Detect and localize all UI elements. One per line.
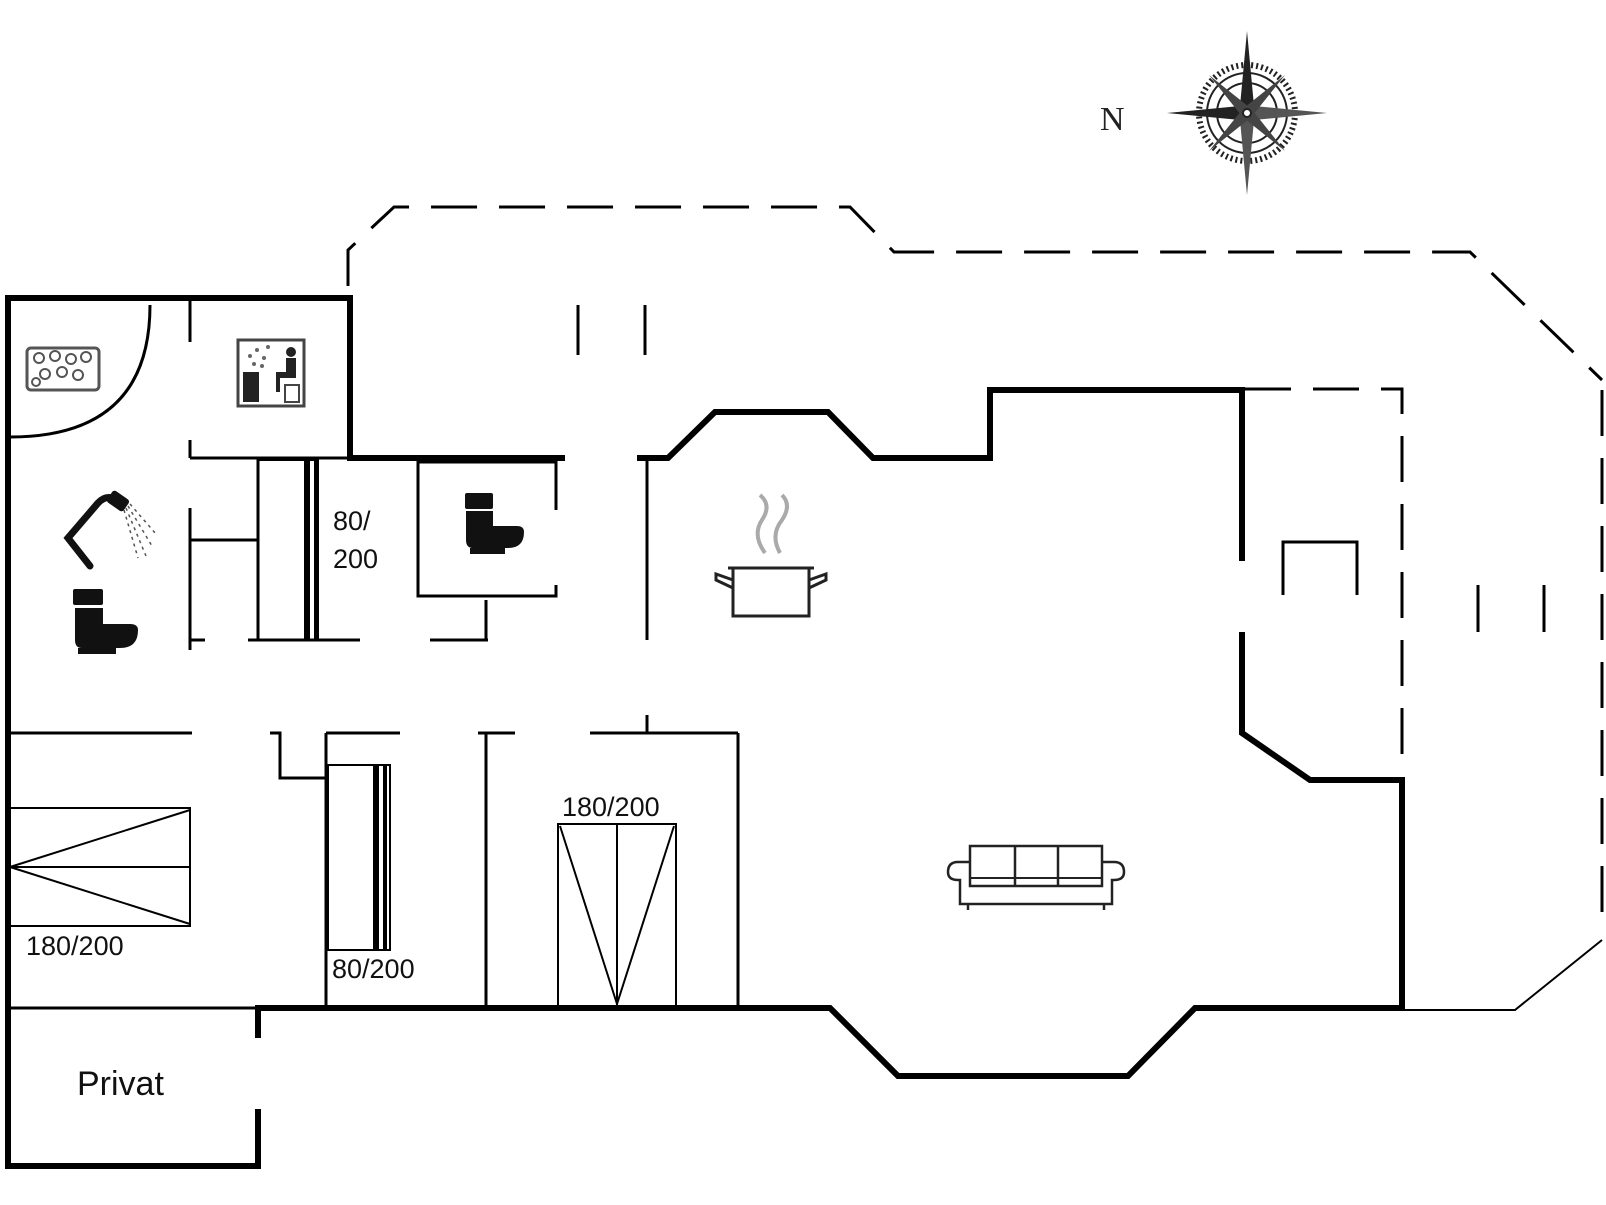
north-label: N [1100, 101, 1125, 138]
compass-rose-icon [1167, 31, 1327, 195]
compass: N [1100, 31, 1327, 195]
bunk-bed-upper [257, 459, 319, 641]
bed-size-label: 180/200 [26, 931, 124, 961]
bed-bedroom-2 [327, 764, 391, 951]
sauna-icon [236, 338, 306, 408]
shower-icon [63, 490, 157, 570]
sofa-icon [946, 844, 1126, 910]
private-room-label: Privat [77, 1065, 164, 1103]
terrace-outline [346, 205, 1604, 930]
toilet-icon [465, 493, 524, 554]
bed-bedroom-3 [557, 823, 677, 1007]
whirlpool-icon [9, 304, 152, 439]
bed-bedroom-1 [9, 807, 191, 927]
bed-size-label: 80/ [333, 506, 371, 536]
toilet-icon [73, 589, 138, 654]
bed-size-label: 180/200 [562, 792, 660, 822]
exterior-walls [5, 295, 1603, 1169]
bed-size-label: 80/200 [332, 954, 415, 984]
bed-size-label: 200 [333, 544, 378, 574]
cooking-pot-icon [714, 493, 828, 618]
